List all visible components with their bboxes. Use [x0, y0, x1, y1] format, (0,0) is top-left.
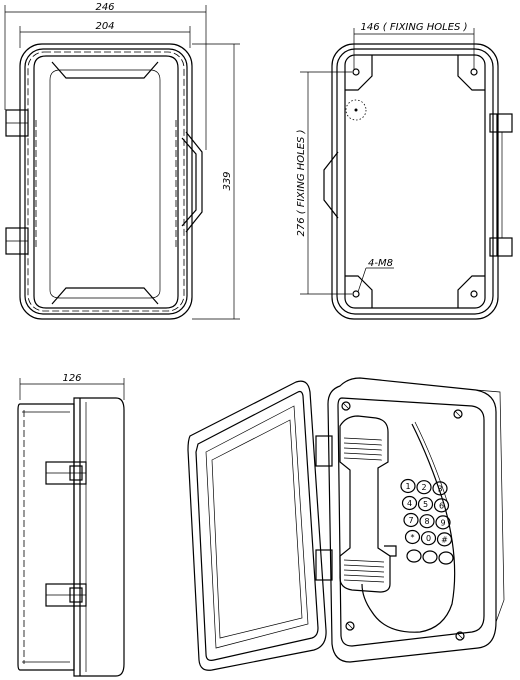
perspective-view: 1 2 3 4 5 6 7 8 9 * 0 # [187, 377, 505, 671]
keypad-key-label: * [411, 533, 415, 542]
dim-depth: 126 [62, 373, 81, 384]
keypad-key-label: 3 [437, 484, 442, 493]
keypad-key[interactable]: 2 [416, 480, 432, 495]
function-button[interactable] [438, 551, 454, 565]
keypad-key-label: 4 [407, 499, 412, 508]
keypad-key-label: 2 [421, 483, 426, 492]
keypad-key[interactable]: 7 [403, 512, 419, 528]
keypad-key-label: 5 [423, 500, 428, 509]
side-view: 126 [17, 373, 125, 677]
keypad-key[interactable]: # [436, 532, 453, 547]
keypad-key[interactable]: 0 [420, 531, 437, 546]
dim-height: 339 [222, 171, 233, 190]
keypad-key-label: # [441, 535, 448, 544]
keypad-key[interactable]: 6 [433, 498, 450, 513]
keypad-key[interactable]: 5 [417, 497, 434, 512]
handset-icon [339, 415, 391, 593]
dim-fixing-height: 276 ( FIXING HOLES ) [296, 130, 307, 237]
keypad-key[interactable]: 4 [401, 495, 418, 511]
keypad-key[interactable]: 3 [432, 481, 448, 496]
dim-fixing-width: 146 ( FIXING HOLES ) [361, 22, 468, 33]
keypad-key-label: 7 [408, 516, 413, 525]
screw-label: 4-M8 [368, 258, 393, 269]
keypad-key-label: 6 [439, 501, 444, 510]
keypad-key-label: 1 [405, 482, 410, 491]
keypad-key-label: 8 [424, 517, 429, 526]
keypad-key-label: 0 [426, 534, 431, 543]
back-view: 146 ( FIXING HOLES ) 276 ( FIXING HOLES … [296, 22, 513, 320]
dim-body-width: 204 [95, 21, 114, 32]
screw-icon [341, 401, 465, 641]
dim-overall-width: 246 [95, 2, 114, 13]
keypad-key-label: 9 [440, 518, 445, 527]
keypad: 1 2 3 4 5 6 7 8 9 * 0 # [400, 478, 454, 565]
keypad-key[interactable]: 1 [400, 478, 416, 494]
keypad-key[interactable]: * [404, 529, 421, 545]
front-view: 246 204 339 [4, 2, 240, 320]
function-button[interactable] [422, 550, 438, 564]
function-button[interactable] [406, 549, 422, 563]
keypad-key[interactable]: 9 [435, 515, 451, 530]
keypad-key[interactable]: 8 [419, 514, 435, 529]
